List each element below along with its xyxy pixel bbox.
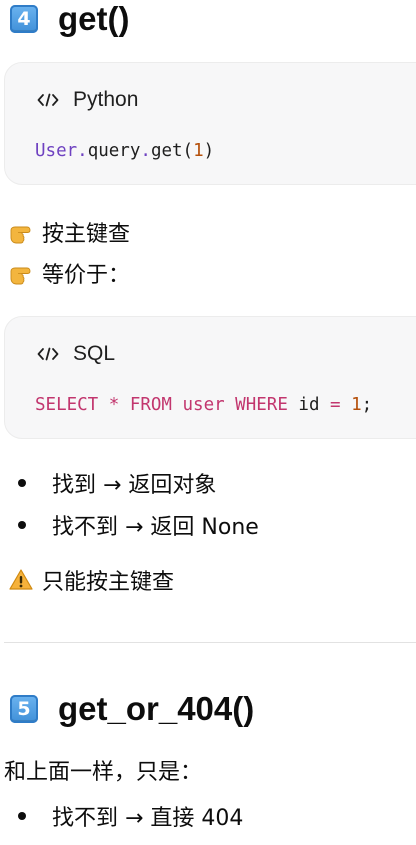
code-block-header: SQL [37,342,115,366]
code-token-space [341,395,352,415]
code-block-header: Python [37,88,138,112]
list-item-text: 找到 → 返回对象 [52,473,217,498]
code-token-ident: id [287,395,331,415]
code-token-dot: . [140,141,151,161]
warning-note: 只能按主键查 [8,564,174,596]
code-token-method: get( [150,141,194,161]
sql-code-line[interactable]: SELECT * FROM user WHERE id = 1; [35,395,372,415]
section-4-heading: 4 get() [10,0,129,38]
section-divider [4,642,416,643]
code-token-paren: ) [203,141,215,161]
list-item: 找不到 → 直接 404 [18,800,243,832]
warning-text: 只能按主键查 [42,570,175,595]
python-code-line[interactable]: User.query.get(1) [35,141,214,161]
code-token-class: User [35,141,78,161]
note-text: 等价于： [42,263,131,288]
code-token-keyword: SELECT * FROM user WHERE [35,395,288,415]
code-brackets-icon [37,347,59,361]
code-token-semicolon: ; [361,395,373,415]
code-language-label: SQL [73,342,116,365]
code-language-label: Python [73,88,139,111]
backhand-index-pointing-right-icon [10,226,31,244]
backhand-index-pointing-right-icon [10,267,31,285]
bullet-dot [18,479,26,487]
code-token-attr: query [87,141,141,161]
code-brackets-icon [37,93,59,107]
warning-icon [9,569,33,590]
bullet-dot [18,812,26,820]
list-item: 找不到 → 返回 None [18,509,259,541]
section-5-intro: 和上面一样，只是： [4,760,203,785]
keycap-5-icon: 5 [10,695,38,723]
section-5-title: get_or_404() [58,690,255,727]
sql-code-block: SQL SELECT * FROM user WHERE id = 1; [4,316,416,439]
note-primary-key: 按主键查 [8,216,130,248]
list-item: 找到 → 返回对象 [18,467,216,499]
code-token-dot: . [77,141,88,161]
keycap-4-icon: 4 [10,5,38,33]
note-text: 按主键查 [42,222,131,247]
list-item-text: 找不到 → 直接 404 [52,806,244,831]
section-5-heading: 5 get_or_404() [10,690,254,728]
list-item-text: 找不到 → 返回 None [52,515,259,540]
python-code-block: Python User.query.get(1) [4,62,416,185]
bullet-dot [18,521,26,529]
code-token-operator: = [330,395,341,415]
code-token-number: 1 [193,141,204,161]
section-4-title: get() [58,0,130,37]
note-equivalent: 等价于： [8,257,130,289]
code-token-number: 1 [351,395,362,415]
